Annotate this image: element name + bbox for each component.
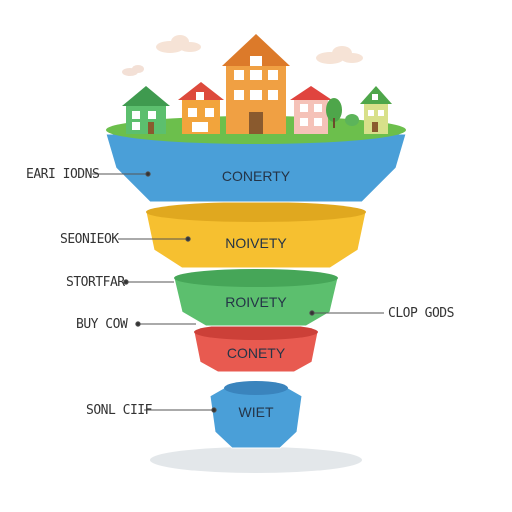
tier-3-rim: [174, 269, 338, 287]
callout-label-6: SONL CIIF: [86, 403, 153, 418]
tier-1-label: CONERTY: [222, 168, 291, 184]
house-icon: [178, 82, 224, 134]
house-icon: [290, 86, 332, 134]
cloud-icon: [122, 65, 144, 76]
tree-icon: [345, 114, 359, 126]
tree-icon: [326, 98, 342, 128]
house-icon: [360, 86, 392, 134]
tier-5-rim: [224, 381, 288, 395]
tier-4-label: CONETY: [227, 345, 286, 361]
cloud-icon: [156, 35, 201, 53]
funnel-tier-3: ROIVETY: [173, 269, 339, 327]
tier-4-rim: [194, 324, 318, 340]
callout-label-4: BUY COW: [76, 317, 128, 332]
tier-3-label: ROIVETY: [225, 294, 287, 310]
funnel-tier-4: CONETY: [193, 324, 319, 373]
house-icon: [122, 86, 170, 134]
callout-lines: [92, 171, 384, 413]
funnel-tier-2: NOIVETY: [145, 202, 367, 269]
cloud-icon: [316, 46, 363, 64]
callout-label-3: STORTFAR: [66, 275, 125, 290]
tier-5-body: [209, 387, 303, 449]
callout-label-2: SEONIEOK: [60, 232, 119, 247]
tier-2-rim: [146, 202, 366, 222]
callout-label-1: EARI IODNS: [26, 167, 99, 182]
funnel-tier-5: WIET: [209, 381, 303, 449]
tier-1-body: [105, 133, 407, 203]
tier-2-label: NOIVETY: [225, 235, 287, 251]
house-icon: [222, 34, 290, 134]
callout-label-5: CLOP GODS: [388, 306, 454, 321]
tier-5-label: WIET: [239, 404, 274, 420]
ground-shadow: [150, 447, 362, 473]
